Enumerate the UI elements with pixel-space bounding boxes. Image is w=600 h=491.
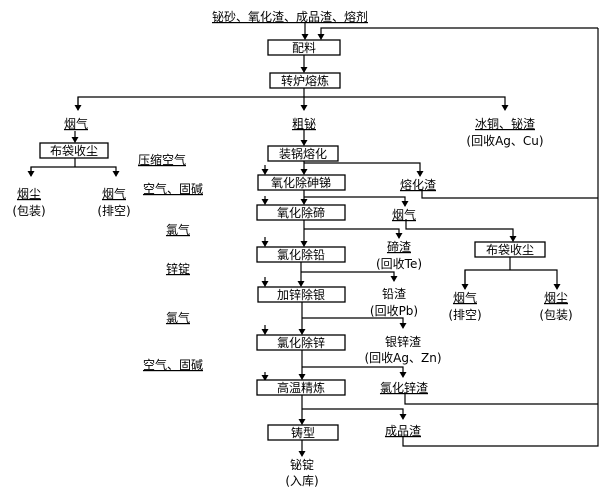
matte-slag-label: 冰铜、铋渣 (475, 116, 535, 131)
reagent-chlorine-1: 氯气 (166, 222, 190, 237)
box-label: 氯化除锌 (277, 335, 325, 350)
reagent-air-caustic-1: 空气、固碱 (143, 181, 203, 196)
reagent-compressed-air: 压缩空气 (138, 152, 186, 167)
flue-gas-main-label: 烟气 (64, 116, 88, 131)
box-zinc-ag: 加锌除银 (257, 286, 346, 303)
feed-materials-label: 铋砂、氧化渣、成品渣、熔剂 (212, 9, 368, 24)
box-batching: 配料 (267, 39, 341, 56)
box-oxidize-as-sb: 氧化除砷锑 (257, 174, 346, 191)
ag-zn-slag-label: 银锌渣 (385, 335, 421, 349)
box-baghouse-right: 布袋收尘 (474, 241, 546, 258)
reagent-chlorine-2: 氯气 (166, 310, 190, 325)
connector-lines (27, 22, 599, 457)
box-label: 加锌除银 (277, 287, 325, 302)
reagent-air-caustic-2: 空气、固碱 (143, 357, 203, 372)
box-label: 布袋收尘 (486, 243, 534, 257)
box-label: 配料 (292, 41, 316, 55)
gas-right-label: 烟气 (453, 290, 477, 305)
bi-ingot-note: (入库) (285, 473, 318, 488)
dust-right-note: (包装) (539, 308, 572, 322)
te-slag-label: 碲渣 (387, 239, 411, 254)
box-label: 氧化除砷锑 (271, 175, 331, 190)
bi-ingot-label: 铋锭 (290, 457, 314, 472)
box-converter-smelting: 转炉熔炼 (269, 72, 341, 89)
box-pot-melting: 装锅熔化 (267, 145, 339, 162)
reagent-zinc-ingot: 锌锭 (166, 262, 190, 276)
ag-zn-slag-note: (回收Ag、Zn) (364, 351, 441, 365)
box-casting: 铸型 (267, 424, 339, 441)
box-label: 氯化除铅 (277, 247, 325, 262)
box-oxidize-te: 氧化除碲 (256, 204, 346, 221)
gas-left-note: (排空) (97, 204, 130, 218)
box-label: 装锅熔化 (279, 146, 327, 161)
gas-right-note: (排空) (448, 308, 481, 322)
box-label: 高温精炼 (277, 380, 325, 395)
box-high-temp-refining: 高温精炼 (256, 379, 346, 396)
zncl-slag-label: 氯化锌渣 (380, 381, 428, 395)
te-slag-note: (回收Te) (376, 257, 422, 271)
matte-slag-note: (回收Ag、Cu) (466, 134, 543, 148)
box-label: 转炉熔炼 (281, 73, 329, 88)
box-chlorinate-pb: 氯化除铅 (256, 246, 346, 263)
product-slag-label: 成品渣 (385, 424, 421, 438)
melt-slag-label: 熔化渣 (400, 177, 436, 192)
box-chlorinate-zn: 氯化除锌 (256, 334, 346, 351)
box-label: 布袋收尘 (50, 144, 98, 158)
dust-left-label: 烟尘 (17, 187, 41, 201)
flue-gas-2-label: 烟气 (392, 207, 416, 222)
box-baghouse-left: 布袋收尘 (39, 142, 109, 159)
gas-left-label: 烟气 (102, 186, 126, 201)
pb-slag-label: 铅渣 (382, 287, 406, 301)
dust-left-note: (包装) (12, 204, 45, 218)
crude-bi-label: 粗铋 (292, 116, 316, 131)
box-label: 铸型 (291, 425, 315, 440)
box-label: 氧化除碲 (277, 205, 325, 220)
pb-slag-note: (回收Pb) (370, 304, 418, 318)
dust-right-label: 烟尘 (544, 291, 568, 305)
